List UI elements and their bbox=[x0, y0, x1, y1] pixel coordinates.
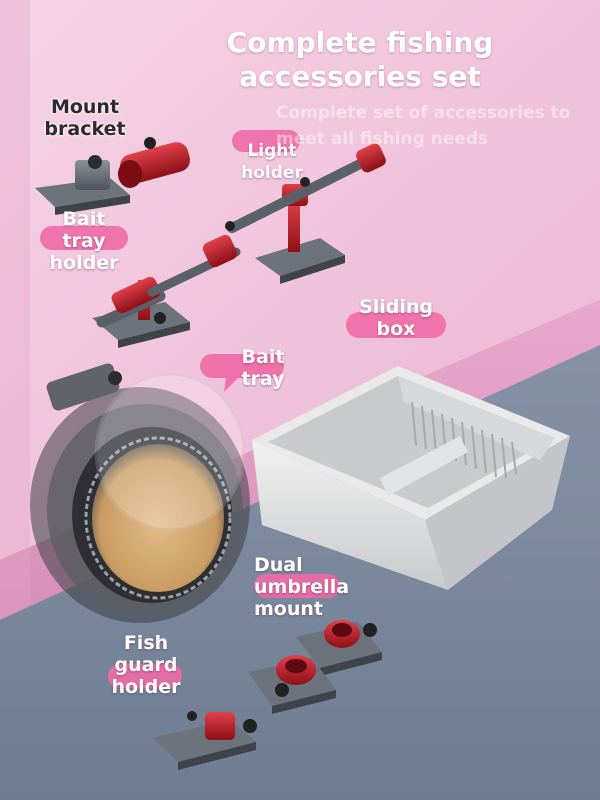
label-mount-bracket: Mount bracket bbox=[44, 96, 126, 140]
dual-umbrella-mount-pill bbox=[254, 574, 340, 598]
label-dual-umbrella-mount: Dual umbrella mount bbox=[254, 554, 350, 620]
page-title: Complete fishing accessories set bbox=[140, 26, 580, 94]
light-holder-pill bbox=[232, 130, 300, 152]
title-line-1: Complete fishing bbox=[226, 26, 494, 59]
bait-tray-product bbox=[30, 363, 250, 623]
fish-guard-holder-product bbox=[152, 711, 257, 770]
label-sliding-box: Sliding box bbox=[359, 296, 433, 340]
sliding-box-pill bbox=[346, 312, 446, 338]
label-bait-tray: Bait tray bbox=[241, 346, 285, 390]
dual-umbrella-mount-product bbox=[248, 620, 382, 714]
subtitle-line-2: meet all fishing needs bbox=[276, 129, 489, 149]
title-line-2: accessories set bbox=[239, 60, 481, 93]
subtitle-line-1: Complete set of accessories to bbox=[276, 103, 571, 123]
fish-guard-holder-pill bbox=[108, 664, 182, 688]
sliding-box-product bbox=[252, 366, 570, 590]
label-fish-guard-holder: Fish guard holder bbox=[111, 632, 181, 698]
mount-bracket-product bbox=[35, 137, 190, 215]
label-bait-tray-holder: Bait tray holder bbox=[49, 208, 119, 274]
bait-tray-pill bbox=[200, 354, 284, 392]
pink-platform-side bbox=[0, 0, 30, 620]
bait-tray-holder-product bbox=[92, 221, 241, 348]
label-light-holder: Light holder bbox=[241, 141, 303, 183]
light-holder-product bbox=[227, 143, 386, 284]
subtitle: Complete set of accessories to meet all … bbox=[276, 100, 600, 152]
bait-tray-holder-pill bbox=[40, 226, 128, 250]
